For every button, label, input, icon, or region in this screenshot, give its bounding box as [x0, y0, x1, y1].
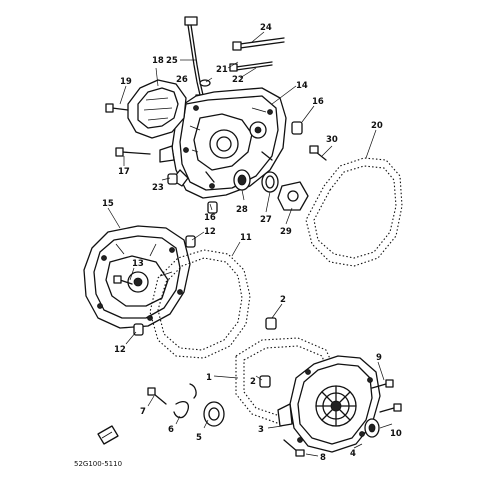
callout-22: 22 — [232, 75, 244, 85]
screw-17 — [115, 147, 151, 157]
cover-18 — [127, 79, 187, 139]
diagram-code: 52G100-5110 — [74, 460, 122, 468]
part-group-bottom — [97, 317, 402, 457]
oil-seal-10 — [364, 418, 380, 438]
callout-3: 3 — [258, 425, 264, 435]
oil-seal-28 — [233, 169, 251, 191]
oil-seal-27 — [261, 171, 279, 193]
callout-17: 17 — [118, 167, 130, 177]
callout-12-top: 12 — [204, 227, 216, 237]
callout-7: 7 — [140, 407, 146, 417]
callout-4: 4 — [350, 449, 356, 459]
crankcase-cover-4 — [277, 355, 381, 453]
callout-6: 6 — [168, 425, 174, 435]
callout-19: 19 — [120, 77, 132, 87]
callout-29: 29 — [280, 227, 292, 237]
callout-leaders — [107, 31, 393, 457]
callout-2-top: 2 — [280, 295, 286, 305]
callout-labels: 24 25 21 22 26 18 19 14 16 30 20 17 23 1… — [102, 23, 402, 463]
callout-12-bottom: 12 — [114, 345, 126, 355]
callout-23: 23 — [152, 183, 164, 193]
callout-5: 5 — [196, 433, 202, 443]
dowel-2a — [265, 317, 277, 330]
callout-1: 1 — [206, 373, 212, 383]
screw-30 — [309, 145, 327, 161]
callout-18: 18 — [152, 56, 164, 66]
gasket-20 — [305, 157, 403, 267]
dowel-16a — [291, 121, 303, 135]
bolt-24 — [232, 37, 285, 51]
front-arrow-icon — [97, 425, 119, 445]
callout-9: 9 — [376, 353, 382, 363]
dowel-16b — [207, 201, 218, 214]
callout-8: 8 — [320, 453, 326, 463]
dowel-12b — [133, 323, 144, 336]
screw-8 — [283, 439, 305, 457]
screw-9 — [371, 379, 394, 389]
crankcase-cover-15 — [83, 225, 191, 329]
callout-30: 30 — [326, 135, 338, 145]
callout-27: 27 — [260, 215, 272, 225]
part-group-middle — [83, 225, 251, 359]
callout-20: 20 — [371, 121, 383, 131]
screw-19 — [105, 103, 129, 113]
bolt-22 — [229, 61, 273, 72]
plug-26 — [199, 79, 211, 87]
dowel-2b — [259, 375, 271, 388]
callout-13: 13 — [132, 259, 144, 269]
plate-29 — [277, 181, 309, 211]
callout-21: 21 — [216, 65, 228, 75]
oil-seal-5 — [203, 401, 225, 427]
screw-9b — [379, 403, 402, 413]
callout-15: 15 — [102, 199, 114, 209]
callout-16-top: 16 — [312, 97, 324, 107]
part-group-top-cover — [105, 16, 403, 267]
crankcase-cover-14 — [159, 87, 287, 199]
callout-2-bottom: 2 — [250, 377, 256, 387]
callout-28: 28 — [236, 205, 248, 215]
callout-26: 26 — [176, 75, 188, 85]
clamp-6 — [173, 383, 197, 419]
callout-14: 14 — [296, 81, 308, 91]
callout-24: 24 — [260, 23, 272, 33]
screw-7 — [147, 387, 167, 405]
dowel-12a — [185, 235, 196, 248]
callout-10: 10 — [390, 429, 402, 439]
dowel-23 — [167, 173, 178, 185]
callout-25: 25 — [166, 56, 178, 66]
callout-16-bottom: 16 — [204, 213, 216, 223]
callout-11: 11 — [240, 233, 252, 243]
screw-13 — [113, 275, 133, 285]
